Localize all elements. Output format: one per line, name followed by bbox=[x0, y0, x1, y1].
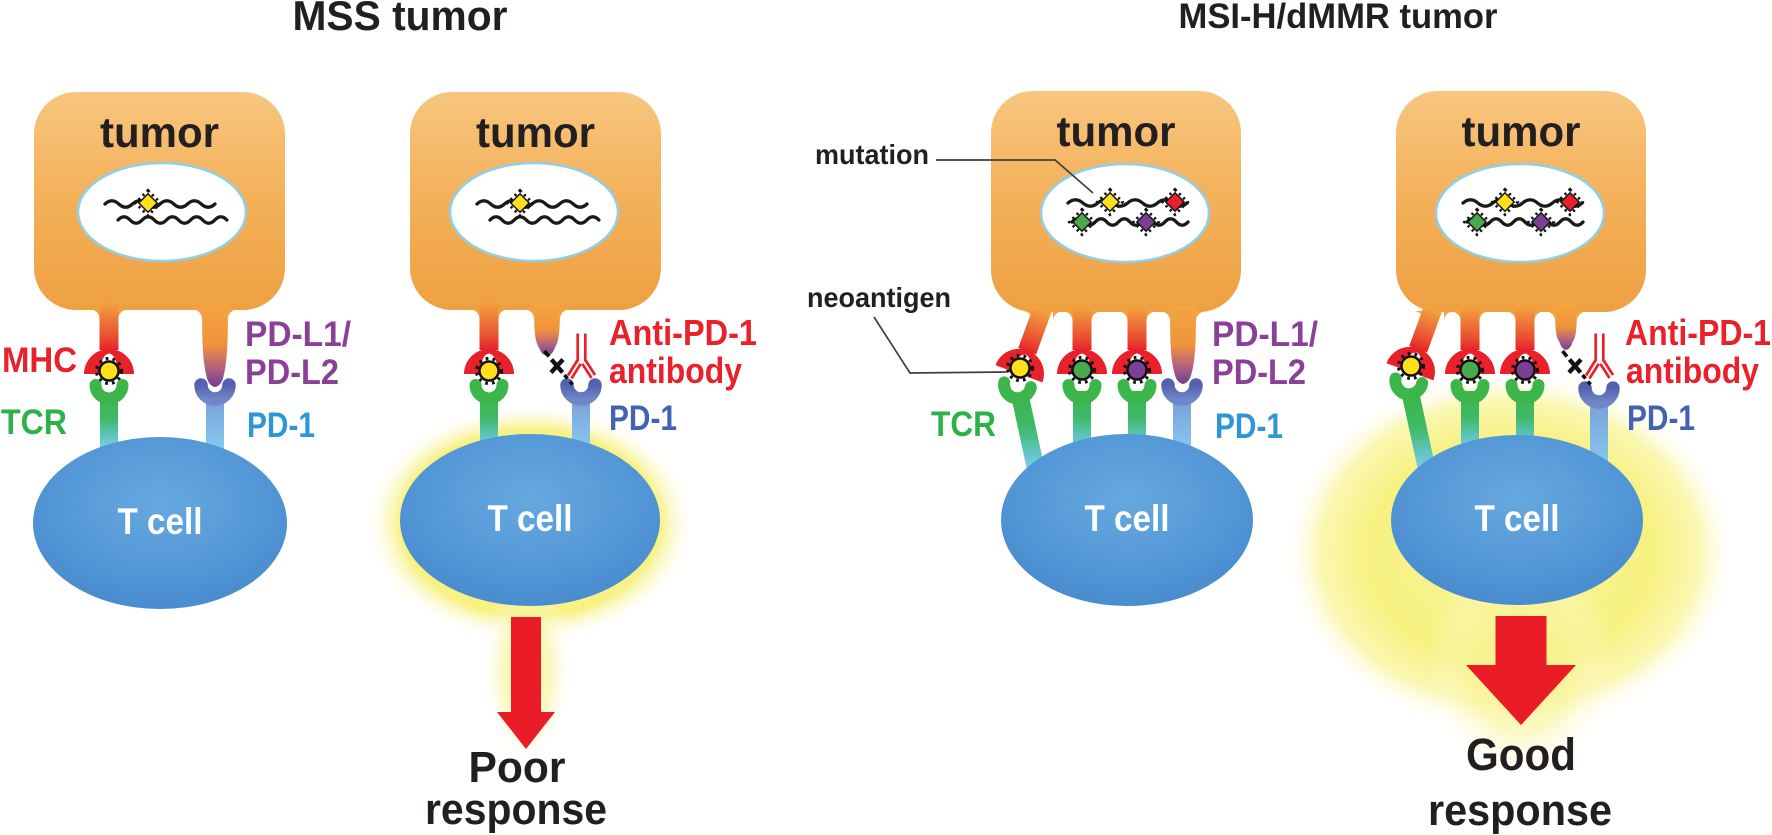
svg-text:PD-1: PD-1 bbox=[1627, 399, 1695, 438]
svg-text:TCR: TCR bbox=[931, 405, 996, 444]
svg-text:TCR: TCR bbox=[1, 403, 67, 442]
svg-text:PD-L1/: PD-L1/ bbox=[1212, 315, 1318, 354]
svg-text:tumor: tumor bbox=[100, 109, 219, 157]
svg-text:MHC: MHC bbox=[2, 341, 77, 380]
svg-text:Poor: Poor bbox=[469, 743, 566, 792]
svg-text:PD-L2: PD-L2 bbox=[1212, 353, 1306, 392]
svg-text:T cell: T cell bbox=[1085, 498, 1170, 539]
svg-text:PD-L2: PD-L2 bbox=[245, 353, 339, 392]
svg-text:PD-1: PD-1 bbox=[1215, 407, 1283, 446]
svg-text:Anti-PD-1: Anti-PD-1 bbox=[609, 312, 757, 353]
svg-text:T cell: T cell bbox=[118, 501, 203, 542]
svg-text:PD-L1/: PD-L1/ bbox=[245, 315, 351, 354]
svg-text:neoantigen: neoantigen bbox=[807, 282, 951, 313]
svg-text:response: response bbox=[1428, 786, 1612, 835]
svg-text:PD-1: PD-1 bbox=[609, 399, 677, 438]
svg-text:T cell: T cell bbox=[1475, 498, 1560, 539]
svg-text:response: response bbox=[425, 785, 607, 834]
svg-text:antibody: antibody bbox=[609, 350, 742, 391]
svg-text:MSS tumor: MSS tumor bbox=[293, 0, 508, 39]
svg-text:tumor: tumor bbox=[476, 109, 595, 157]
svg-text:mutation: mutation bbox=[815, 139, 929, 170]
svg-text:Good: Good bbox=[1466, 729, 1576, 780]
svg-text:tumor: tumor bbox=[1057, 108, 1176, 156]
svg-text:Anti-PD-1: Anti-PD-1 bbox=[1625, 312, 1771, 353]
svg-text:T cell: T cell bbox=[488, 498, 573, 539]
svg-text:PD-1: PD-1 bbox=[247, 406, 315, 445]
svg-text:MSI-H/dMMR tumor: MSI-H/dMMR tumor bbox=[1179, 0, 1498, 36]
svg-text:antibody: antibody bbox=[1626, 350, 1759, 391]
svg-text:tumor: tumor bbox=[1462, 108, 1581, 156]
